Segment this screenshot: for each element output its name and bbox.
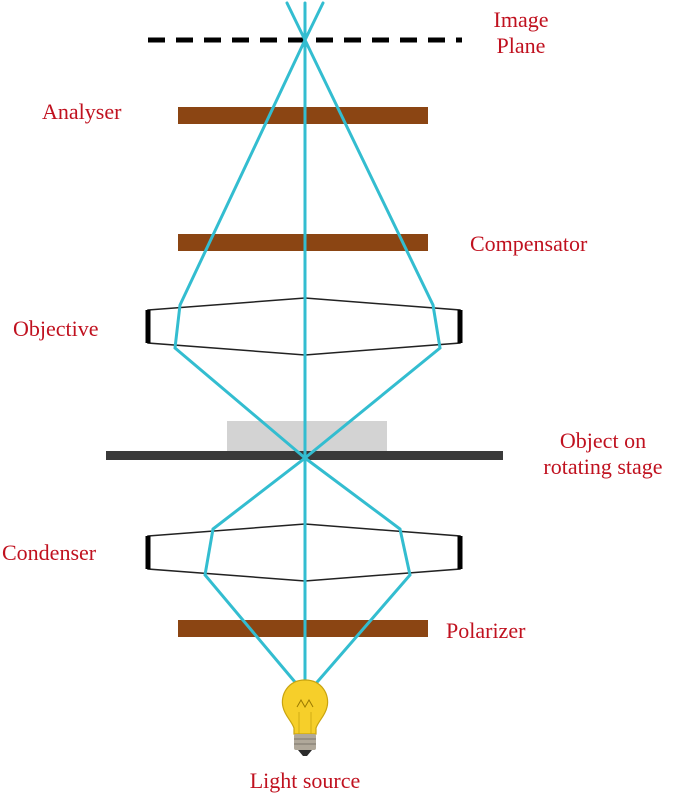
ray-right-lower <box>303 456 412 690</box>
ray-left-outer <box>173 38 307 460</box>
image-plane-label-line2: Plane <box>496 33 546 58</box>
object-label-line1: Object on <box>559 428 647 453</box>
object-on-stage-label: Object on rotating stage <box>528 428 678 480</box>
compensator-filter <box>178 234 428 251</box>
polarizer-label: Polarizer <box>446 618 526 643</box>
ray-right-outer <box>303 38 442 460</box>
ray-right-top <box>303 1 325 42</box>
image-plane-label-line1: Image <box>493 7 549 32</box>
object-label-line2: rotating stage <box>543 454 663 479</box>
light-source-label: Light source <box>249 768 361 793</box>
analyser-filter <box>178 107 428 124</box>
specimen-slide <box>227 421 387 451</box>
light-rays <box>173 1 442 690</box>
compensator-label: Compensator <box>470 231 588 256</box>
analyser-label: Analyser <box>42 99 122 124</box>
polarizer-filter <box>178 620 428 637</box>
image-plane-label: Image Plane <box>471 7 571 59</box>
condenser-label: Condenser <box>2 540 97 565</box>
ray-left-top <box>285 1 307 42</box>
objective-label: Objective <box>13 316 99 341</box>
ray-left-lower <box>203 456 307 690</box>
light-bulb-icon <box>281 679 329 756</box>
